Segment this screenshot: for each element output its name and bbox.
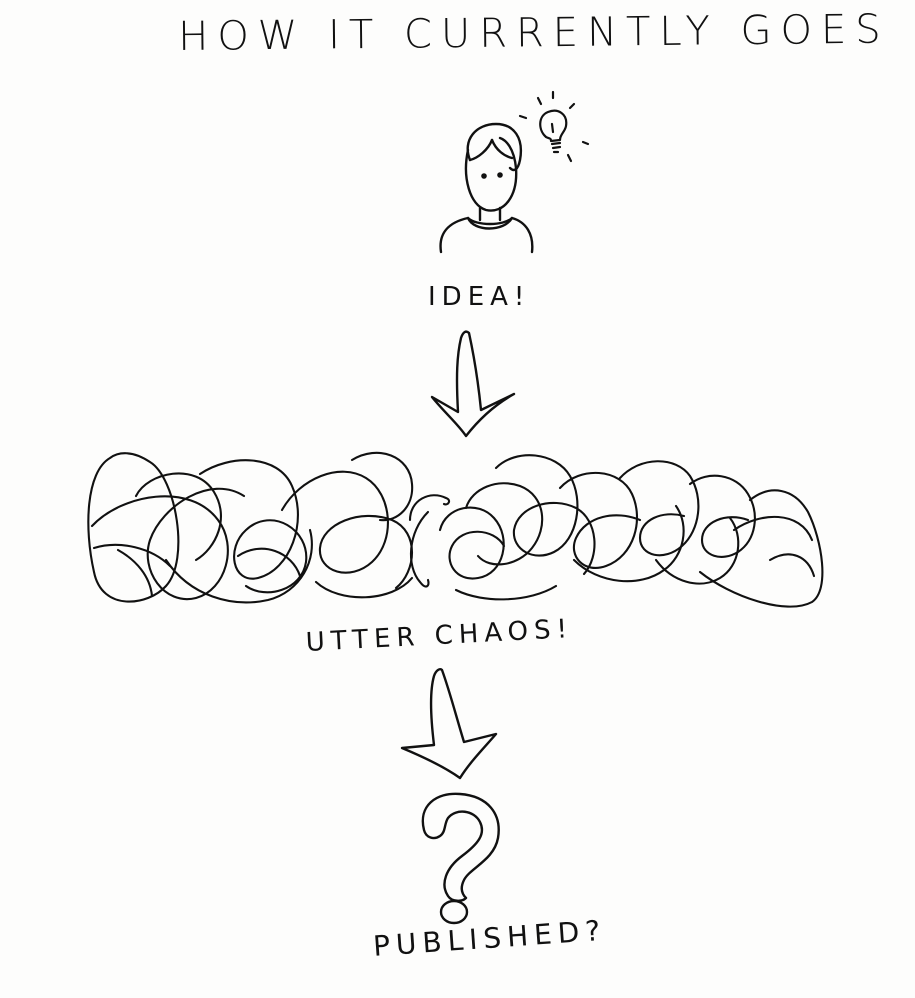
- step-label-idea: IDEA!: [428, 282, 531, 312]
- scribble-chaos: [87, 451, 824, 608]
- question-mark-icon: [421, 792, 500, 925]
- arrow-down-icon: [430, 330, 516, 438]
- lightbulb-icon: [518, 90, 590, 163]
- person-icon: [439, 122, 534, 254]
- arrow-down-icon: [400, 668, 498, 780]
